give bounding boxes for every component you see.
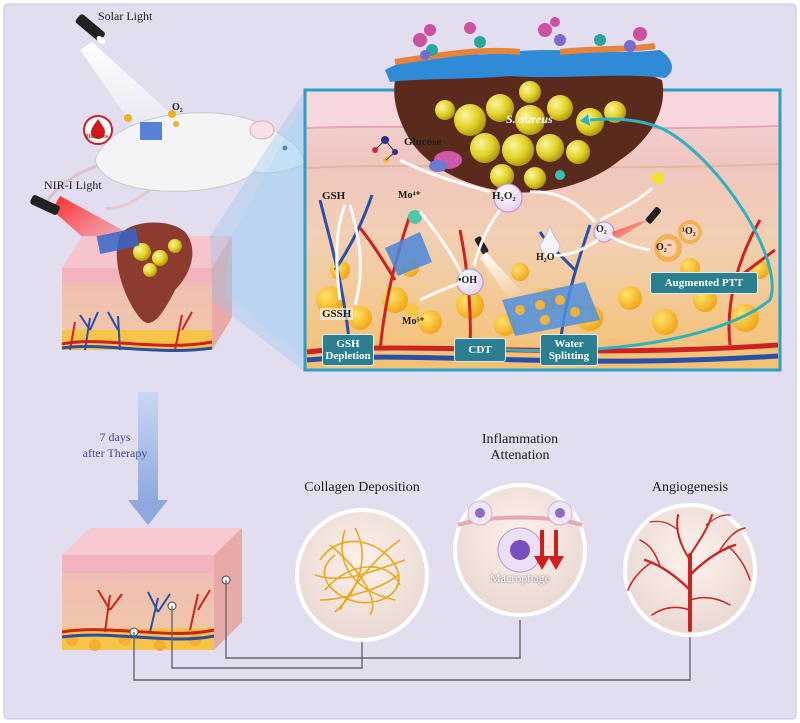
- mo5-label: Mo⁵⁺: [402, 316, 425, 327]
- bacteria-crust: [385, 17, 672, 193]
- s-aureus-label: S. aureus: [506, 112, 553, 126]
- singlet-oxygen-label: ¹O₂: [682, 226, 696, 237]
- cdt-box: CDT: [454, 338, 506, 362]
- inflammation-label: Inflammation Attenation: [481, 432, 559, 463]
- mo5-cluster: [405, 303, 419, 317]
- timeline-days-label: 7 days: [99, 430, 131, 444]
- collagen-circle: [295, 508, 429, 642]
- wound-skin-block: [61, 222, 232, 353]
- h2o2-label: H₂O₂: [492, 190, 516, 202]
- diabetes-badge: [83, 115, 113, 145]
- diabetes-label: Diabetes: [86, 134, 108, 140]
- o2-mid-label: O₂: [596, 224, 607, 235]
- panel-lamp: [474, 206, 662, 300]
- nanosheet: [385, 232, 600, 336]
- connector-lines: [133, 580, 691, 681]
- nir-light-label: NIR-I Light: [44, 178, 102, 192]
- reaction-arrows: [335, 158, 654, 306]
- macrophage-label: Macrophage: [490, 571, 550, 585]
- feedback-arrow: [479, 117, 774, 353]
- mo4-label: Mo⁴⁺: [398, 190, 421, 201]
- o2-label: O₂: [172, 102, 183, 113]
- inflammation-circle: [453, 483, 587, 617]
- healed-skin-block: [61, 528, 242, 651]
- hydroxyl-radical-label: •OH: [458, 275, 478, 286]
- water-splitting-box: Water Splitting: [540, 334, 598, 366]
- enzyme: [429, 151, 462, 172]
- superoxide-label: O₂⁻: [656, 242, 673, 253]
- angiogenesis-label: Angiogenesis: [651, 480, 729, 495]
- gsh-depletion-box: GSH Depletion: [322, 334, 374, 366]
- glucose-label: Glucose: [404, 136, 442, 148]
- h2o-label: H₂O: [536, 252, 555, 263]
- gssh-label: GSSH: [320, 308, 354, 320]
- solar-light-label: Solar Light: [98, 9, 153, 23]
- collagen-label: Collagen Deposition: [304, 480, 420, 495]
- gsh-label: GSH: [322, 190, 346, 202]
- mo4-cluster: [408, 210, 422, 224]
- angiogenesis-circle: [623, 503, 757, 637]
- timeline-arrow: [128, 392, 168, 525]
- mouse: [46, 110, 306, 210]
- ros-particles: [654, 220, 702, 262]
- augmented-ptt-box: Augmented PTT: [650, 272, 758, 294]
- timeline-after-label: after Therapy: [82, 446, 148, 460]
- glucose-molecule: [372, 136, 398, 163]
